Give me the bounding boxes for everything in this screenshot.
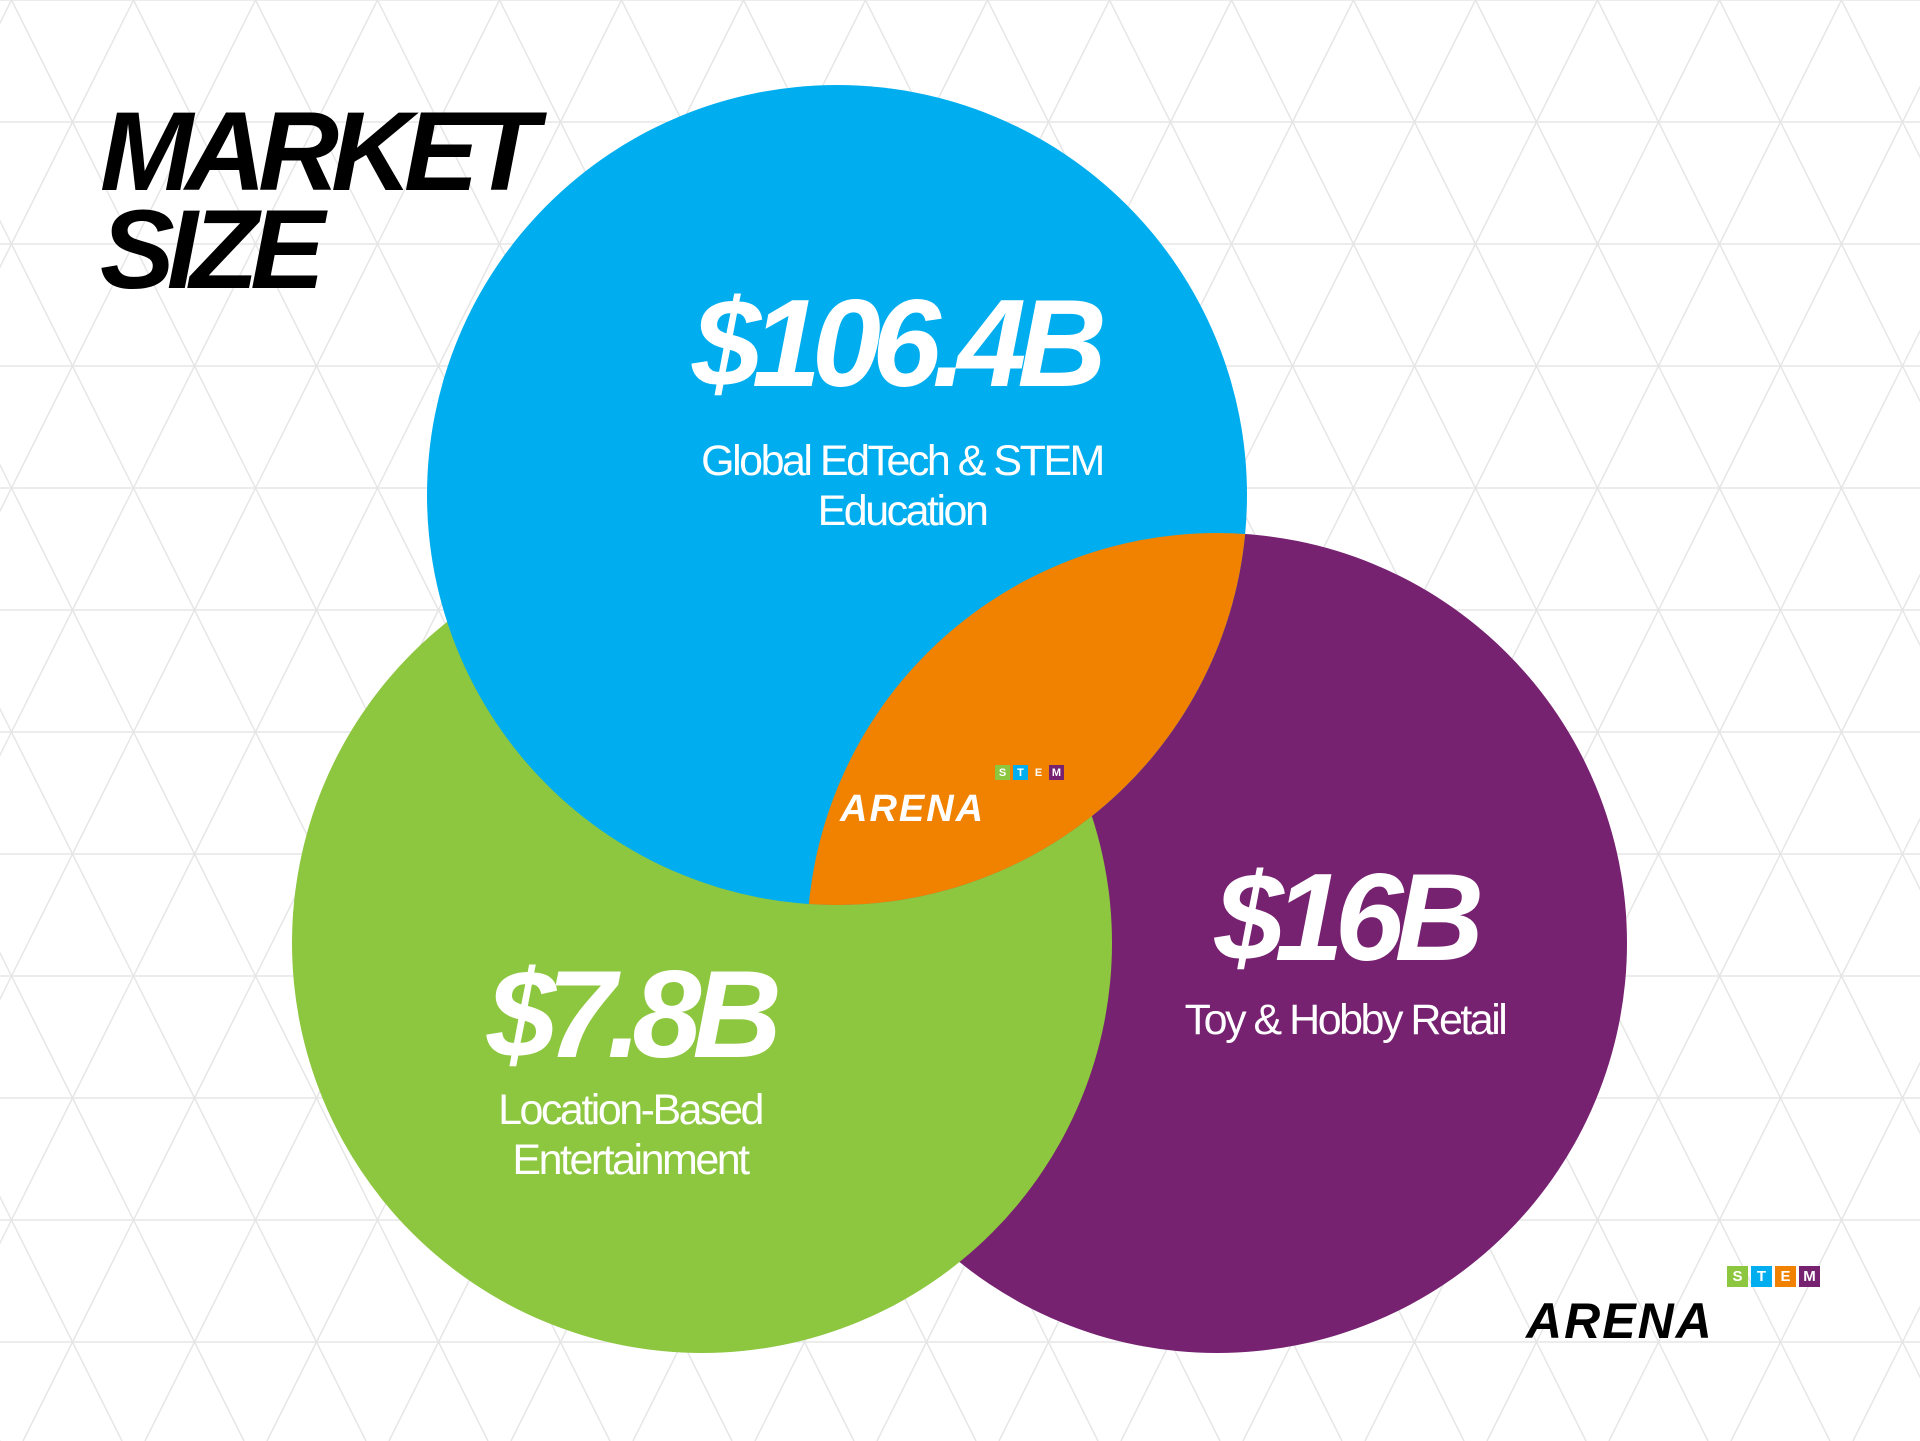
stem-letter-row: S T E M <box>995 765 1064 780</box>
location-based-label-line-2: Entertainment <box>512 1136 750 1184</box>
stem-letter-m: M <box>1049 765 1064 780</box>
venn-overlap-region <box>807 533 1247 905</box>
edtech-label-line-2: Education <box>817 487 989 535</box>
arena-wordmark: ARENA <box>840 788 986 830</box>
edtech-label: Global EdTech & STEM Education <box>701 436 1105 536</box>
location-based-label: Location-Based Entertainment <box>498 1085 764 1185</box>
toy-hobby-amount: $16B <box>1214 849 1484 987</box>
page-title-line-1: MARKET <box>100 89 539 214</box>
arena-wordmark: ARENA <box>1526 1293 1714 1349</box>
location-based-amount: $7.8B <box>487 946 782 1084</box>
edtech-label-line-1: Global EdTech & STEM <box>701 437 1105 485</box>
stem-letter-t: T <box>1013 765 1028 780</box>
stem-letter-e: E <box>1031 765 1046 780</box>
stem-letter-s: S <box>995 765 1010 780</box>
stem-letter-e: E <box>1775 1266 1796 1287</box>
toy-hobby-label: Toy & Hobby Retail <box>1184 995 1508 1045</box>
location-based-label-line-1: Location-Based <box>498 1086 764 1134</box>
stem-letter-m: M <box>1799 1266 1820 1287</box>
toy-hobby-label-line-1: Toy & Hobby Retail <box>1184 996 1508 1044</box>
stem-letter-s: S <box>1727 1266 1748 1287</box>
page-title-line-2: SIZE <box>100 187 325 312</box>
stem-letter-row: S T E M <box>1727 1266 1820 1287</box>
stem-letter-t: T <box>1751 1266 1772 1287</box>
edtech-amount: $106.4B <box>692 275 1107 413</box>
